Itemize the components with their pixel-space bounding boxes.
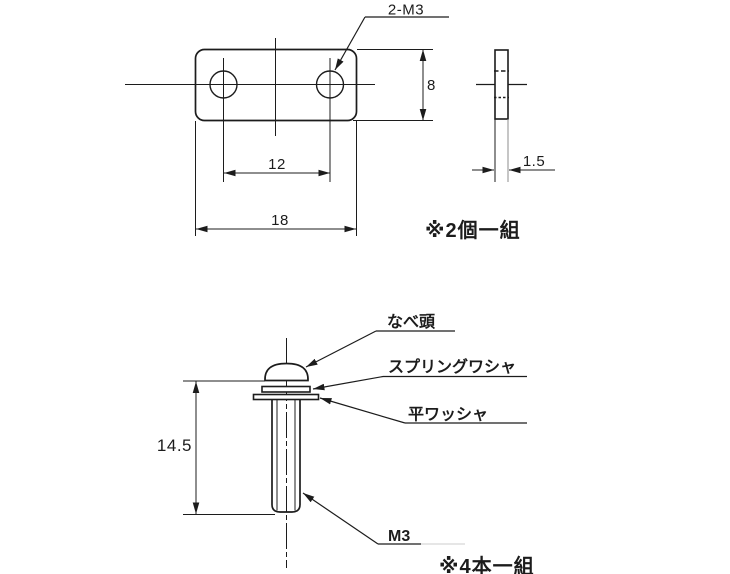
thread-callout-leader-line xyxy=(334,16,366,71)
label-thread-size-leader-line xyxy=(302,492,379,545)
label-spring-washer-text: スプリングワシャ xyxy=(388,357,516,376)
dim-hole-spacing-text: 12 xyxy=(268,156,286,173)
hole-left xyxy=(209,70,238,99)
plate-outline xyxy=(194,48,358,122)
label-pan-head: なべ頭 xyxy=(305,313,455,368)
thread-callout-text: 2-M3 xyxy=(388,2,424,19)
dim-width-text: 18 xyxy=(271,212,289,229)
screw-quantity-note: ※4本一組 xyxy=(439,554,535,574)
dim-length-text: 14.5 xyxy=(157,436,192,455)
label-spring-washer: スプリングワシャ xyxy=(312,357,527,391)
screw-shank-outline xyxy=(271,399,301,513)
plate-quantity-note: ※2個一組 xyxy=(425,218,521,242)
plate-dimension-thickness: 1.5 xyxy=(472,119,555,182)
label-pan-head-leader-line xyxy=(305,330,377,368)
screw-side-view xyxy=(252,338,320,568)
dim-height-text: 8 xyxy=(427,77,436,94)
hole-right xyxy=(315,70,345,99)
flat-washer xyxy=(252,393,320,401)
side-outline xyxy=(494,49,509,120)
plate-side-view xyxy=(476,49,527,120)
pan-head xyxy=(264,362,309,382)
label-thread-size-text: M3 xyxy=(388,528,410,545)
plate-dimension-height: 8 xyxy=(353,49,436,121)
label-flat-washer-leader-line xyxy=(319,397,406,424)
spring-washer xyxy=(261,385,311,393)
label-flat-washer: 平ワッシャ xyxy=(319,397,527,424)
plate-front-view xyxy=(125,38,375,182)
label-pan-head-text: なべ頭 xyxy=(387,313,436,331)
dim-thickness-text: 1.5 xyxy=(523,153,545,170)
label-spring-washer-leader-line xyxy=(312,375,384,391)
thread-callout: 2-M3 xyxy=(334,2,449,71)
screw-dimension-length: 14.5 xyxy=(157,380,275,515)
label-flat-washer-text: 平ワッシャ xyxy=(408,406,488,424)
label-thread-size: M3 xyxy=(302,492,465,545)
plate-dimension-hole-spacing: 12 xyxy=(224,156,330,177)
plate-dimension-width: 18 xyxy=(195,121,357,236)
